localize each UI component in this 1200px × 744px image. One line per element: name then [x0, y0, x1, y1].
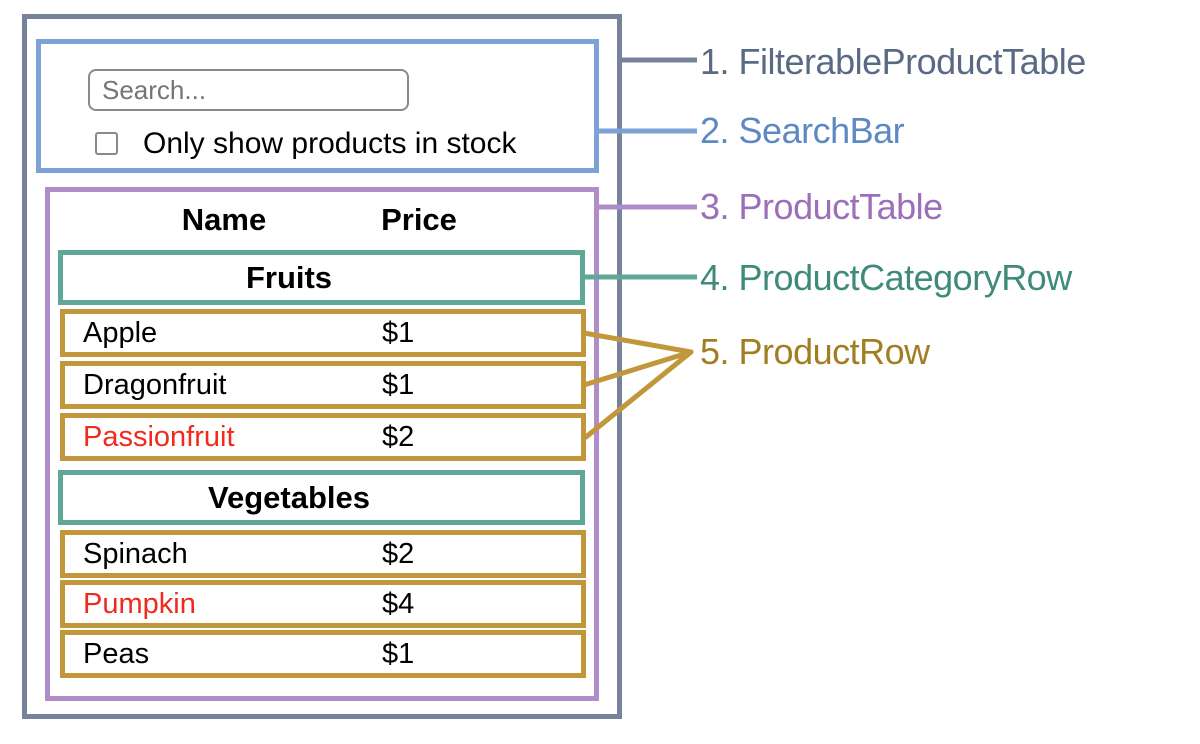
category-label: Vegetables: [208, 480, 370, 515]
search-input[interactable]: [88, 69, 409, 111]
legend-label: ProductTable: [738, 186, 944, 227]
legend-number: 1.: [700, 41, 730, 82]
legend-item-product-category-row: 4. ProductCategoryRow: [700, 256, 1072, 300]
product-name: Peas: [83, 638, 150, 670]
legend-item-product-table: 3. ProductTable: [700, 185, 943, 229]
product-row-spinach: Spinach $2: [60, 530, 586, 578]
product-price: $1: [382, 369, 415, 401]
legend-label: ProductRow: [738, 331, 931, 372]
column-header-price: Price: [381, 202, 457, 237]
column-header-name: Name: [181, 202, 267, 237]
product-price: $1: [382, 638, 415, 670]
legend-number: 2.: [700, 110, 730, 151]
product-name: Pumpkin: [83, 588, 196, 620]
category-row-fruits: Fruits: [58, 250, 585, 305]
legend-item-filterable-product-table: 1. FilterableProductTable: [700, 40, 1086, 84]
in-stock-checkbox-label: Only show products in stock: [143, 127, 517, 160]
category-label: Fruits: [245, 260, 333, 295]
product-name: Apple: [83, 317, 158, 349]
product-price: $2: [382, 421, 415, 453]
product-price: $2: [382, 538, 415, 570]
product-name: Dragonfruit: [83, 369, 227, 401]
product-row-dragonfruit: Dragonfruit $1: [60, 361, 586, 409]
legend-number: 5.: [700, 331, 730, 372]
legend-number: 4.: [700, 257, 730, 298]
legend-number: 3.: [700, 186, 730, 227]
product-row-apple: Apple $1: [60, 309, 586, 357]
legend-label: FilterableProductTable: [738, 41, 1087, 82]
product-row-passionfruit: Passionfruit $2: [60, 413, 586, 461]
product-price: $4: [382, 588, 415, 620]
legend-label: ProductCategoryRow: [738, 257, 1073, 298]
legend-item-product-row: 5. ProductRow: [700, 330, 930, 374]
product-name: Passionfruit: [83, 421, 235, 453]
category-row-vegetables: Vegetables: [58, 470, 585, 525]
legend-label: SearchBar: [738, 110, 905, 151]
product-row-peas: Peas $1: [60, 630, 586, 678]
product-name: Spinach: [83, 538, 188, 570]
product-row-pumpkin: Pumpkin $4: [60, 580, 586, 628]
product-price: $1: [382, 317, 415, 349]
in-stock-checkbox[interactable]: [95, 132, 118, 155]
legend-item-search-bar: 2. SearchBar: [700, 109, 905, 153]
